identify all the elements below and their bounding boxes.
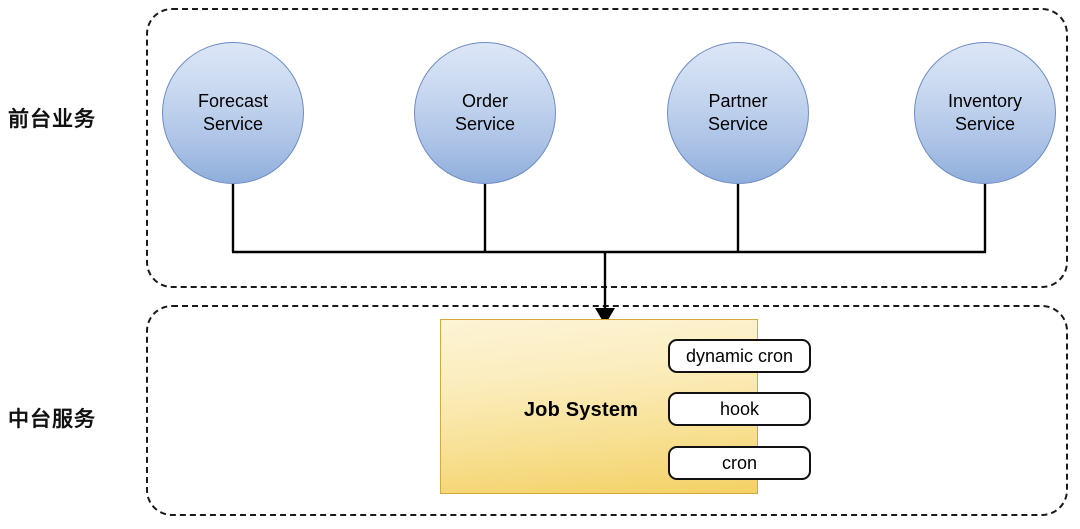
job-system-title: Job System: [523, 399, 639, 421]
capability-pill-cron[interactable]: cron: [668, 446, 811, 480]
zone-midstage: [146, 305, 1068, 516]
service-label-inventory: Inventory Service: [947, 90, 1023, 134]
service-node-partner[interactable]: Partner Service: [667, 42, 809, 184]
service-node-order[interactable]: Order Service: [414, 42, 556, 184]
service-node-inventory[interactable]: Inventory Service: [914, 42, 1056, 184]
capability-pill-hook[interactable]: hook: [668, 392, 811, 426]
service-label-forecast: Forecast Service: [197, 90, 269, 134]
row-label-frontstage: 前台业务: [8, 108, 96, 131]
zone-frontstage: [146, 8, 1068, 288]
row-label-midstage: 中台服务: [8, 408, 96, 431]
capability-pill-dynamic-cron[interactable]: dynamic cron: [668, 339, 811, 373]
service-label-order: Order Service: [454, 90, 516, 134]
service-label-partner: Partner Service: [707, 90, 769, 134]
service-node-forecast[interactable]: Forecast Service: [162, 42, 304, 184]
